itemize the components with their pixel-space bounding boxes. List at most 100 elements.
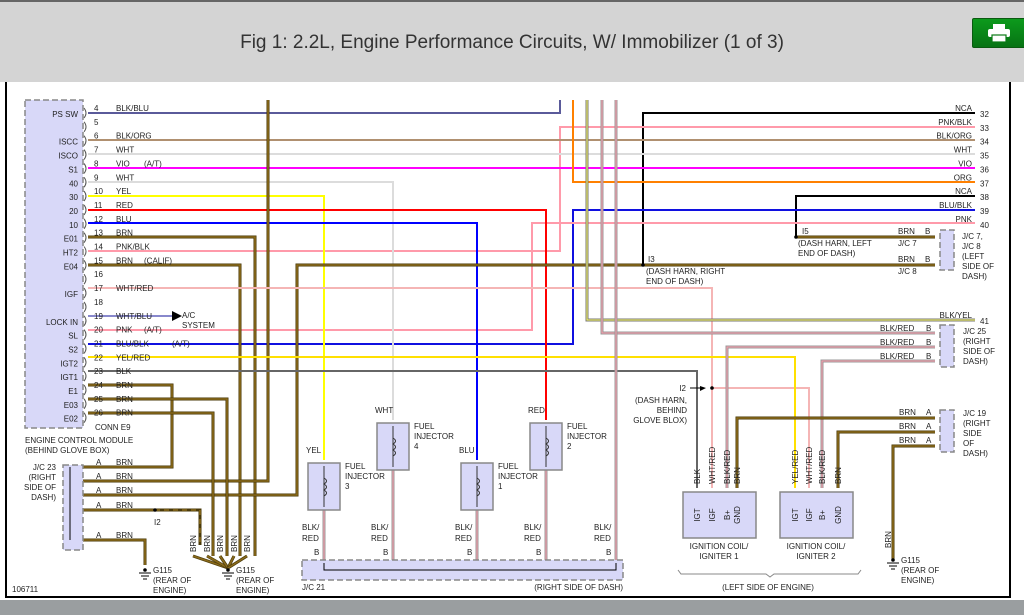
pin-label: B bbox=[926, 338, 931, 347]
wire-color-label: BRN bbox=[116, 395, 133, 404]
jc7-8-box bbox=[939, 229, 955, 271]
ecm-pin-number: 14 bbox=[94, 243, 103, 252]
wire-color-label: BRN bbox=[899, 422, 916, 431]
pin-number: 35 bbox=[980, 152, 989, 161]
brace bbox=[677, 569, 862, 578]
wire-color-label: BLK/RED bbox=[880, 324, 914, 333]
pin-connector bbox=[83, 135, 87, 147]
splice-location: (DASH HARN, bbox=[635, 396, 687, 405]
pin-label: A bbox=[96, 472, 102, 481]
injector-name: 1 bbox=[498, 482, 503, 491]
wire-color-label: NCA bbox=[955, 104, 973, 113]
injector-name: FUEL bbox=[498, 462, 519, 471]
wire-color-label: BRN bbox=[116, 229, 133, 238]
arrow-icon bbox=[172, 311, 182, 321]
wire-pnk bbox=[88, 222, 975, 331]
wire-yel-red bbox=[88, 356, 796, 488]
injector-name: INJECTOR bbox=[345, 472, 385, 481]
jc19-label: OF bbox=[963, 439, 974, 448]
wire-note: (A/T) bbox=[144, 326, 162, 335]
splice-label: I3 bbox=[648, 255, 655, 264]
wire-color-label: BLK/ bbox=[455, 523, 473, 532]
ecm-pin-number: 24 bbox=[94, 381, 103, 390]
wire-brn bbox=[83, 100, 269, 482]
pin-label: B bbox=[926, 324, 931, 333]
ground-location: (REAR OF bbox=[901, 566, 939, 575]
ecm-pin-number: 21 bbox=[94, 339, 103, 348]
pin-label: A bbox=[96, 531, 102, 540]
wire-color-label: WHT bbox=[954, 146, 972, 155]
pin-connector bbox=[83, 149, 87, 160]
wire-color-label: BLK/RED bbox=[723, 450, 732, 484]
wire-color-label: WHT bbox=[116, 146, 134, 155]
wire-color-label: PNK/BLK bbox=[116, 243, 150, 252]
splice-label: I5 bbox=[802, 227, 809, 236]
ground-name: G115 bbox=[901, 556, 921, 565]
ecm-pin-number: 26 bbox=[94, 409, 103, 418]
jc23-box bbox=[62, 464, 84, 551]
splice-location: END OF DASH) bbox=[798, 249, 856, 258]
coil-icon bbox=[476, 477, 480, 497]
wire-color-label: BLK/ bbox=[524, 523, 542, 532]
pin-connector bbox=[83, 176, 87, 188]
jc19-label: J/C 19 bbox=[963, 409, 987, 418]
pin-connector bbox=[83, 204, 87, 216]
pin-number: 37 bbox=[980, 179, 989, 188]
wire-color-label: YEL bbox=[116, 187, 132, 196]
wire-brn-ground bbox=[219, 555, 229, 569]
ground-name: G115 bbox=[236, 566, 256, 575]
ecm-pin-function: 10 bbox=[69, 221, 78, 230]
wire-color-label: BLU/BLK bbox=[116, 339, 150, 348]
wire-color-label: NCA bbox=[955, 187, 973, 196]
splice-dot bbox=[641, 263, 645, 267]
arrow-icon bbox=[700, 386, 706, 391]
wire-color-label: WHT bbox=[375, 406, 393, 415]
ecm-pin-number: 11 bbox=[94, 201, 103, 210]
ground-icon bbox=[222, 572, 234, 580]
pin-connector bbox=[83, 287, 87, 299]
wire-blu bbox=[88, 222, 478, 460]
ecm-pin-function: LOCK IN bbox=[46, 318, 78, 327]
jc19-label: SIDE bbox=[963, 429, 982, 438]
wire-brn bbox=[88, 264, 241, 556]
wire-brn bbox=[88, 398, 228, 556]
ecm-pin-function: S1 bbox=[68, 165, 78, 174]
ecm-pin-number: 20 bbox=[94, 326, 103, 335]
pin-label: A bbox=[926, 408, 932, 417]
wire-color-label: RED bbox=[302, 534, 319, 543]
wire-color-label: BLK/ bbox=[594, 523, 612, 532]
jc7-8-label: (LEFT bbox=[962, 252, 984, 261]
ecm-pin-number: 22 bbox=[94, 353, 103, 362]
jc23-label: SIDE OF bbox=[24, 483, 56, 492]
pin-number: 40 bbox=[980, 221, 989, 230]
splice-label: I2 bbox=[679, 384, 686, 393]
ecm-pin-function: E02 bbox=[64, 415, 79, 424]
ground-name: G115 bbox=[153, 566, 173, 575]
figure-id: 106711 bbox=[12, 585, 39, 594]
wire-color-label: BRN bbox=[116, 458, 133, 467]
wire-color-label: BRN bbox=[733, 467, 742, 484]
pin-connector bbox=[83, 121, 87, 133]
wire-color-label: VIO bbox=[958, 159, 972, 168]
wire-color-label: BLK/RED bbox=[880, 352, 914, 361]
injector-name: INJECTOR bbox=[498, 472, 538, 481]
wire-color-label: BRN bbox=[899, 408, 916, 417]
coils-location: (LEFT SIDE OF ENGINE) bbox=[722, 583, 814, 592]
ecm-pin-number: 15 bbox=[94, 256, 103, 265]
coil-terminal-label: GND bbox=[834, 506, 843, 524]
ecm-pin-function: ISCO bbox=[58, 152, 78, 161]
ground-location: (REAR OF bbox=[153, 576, 191, 585]
pin-connector bbox=[83, 232, 87, 243]
print-button[interactable] bbox=[972, 18, 1024, 48]
jc25-box bbox=[939, 324, 955, 368]
wire-color-label: BLK/RED bbox=[880, 338, 914, 347]
coil-name: IGNITION COIL/ bbox=[787, 542, 846, 551]
jc25-label: J/C 25 bbox=[963, 327, 987, 336]
pin-label: B bbox=[467, 548, 472, 557]
ecm-pin-function: HT2 bbox=[63, 249, 79, 258]
pin-number: 33 bbox=[980, 124, 989, 133]
pin-connector bbox=[83, 329, 87, 340]
ecm-pin-number: 10 bbox=[94, 187, 103, 196]
coil-icon bbox=[323, 477, 327, 497]
pin-label: B bbox=[925, 227, 930, 236]
